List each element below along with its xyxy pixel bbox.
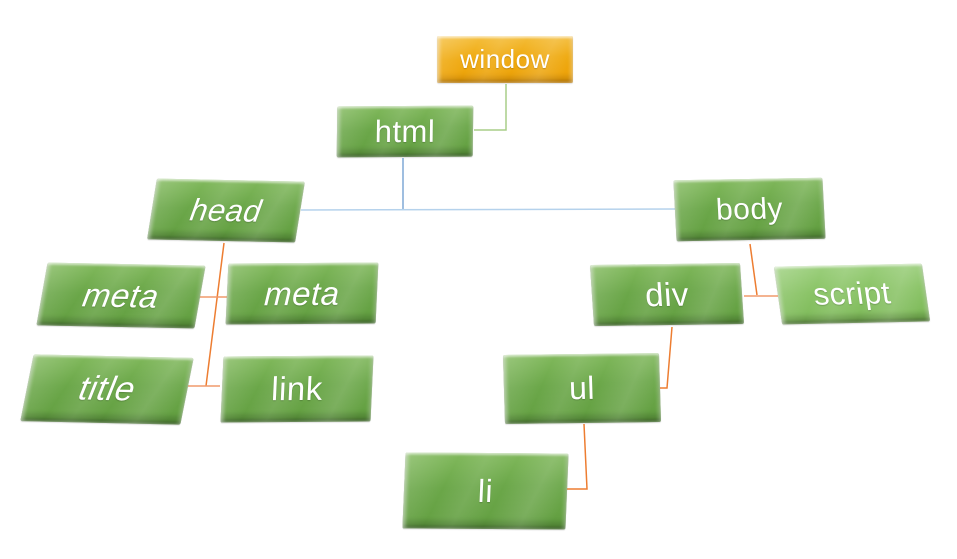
node-link: link <box>220 355 374 423</box>
node-link-label: link <box>270 369 324 408</box>
node-li-label: li <box>477 472 494 509</box>
node-html-label: html <box>374 113 436 149</box>
node-body-label: body <box>715 191 784 227</box>
node-div: div <box>589 262 745 327</box>
node-head-label: head <box>187 191 265 229</box>
connector-head-children <box>205 242 225 387</box>
node-body: body <box>673 177 826 242</box>
node-script: script <box>773 263 931 325</box>
connector-ul-li <box>566 423 588 490</box>
node-meta-1-label: meta <box>80 275 163 315</box>
connector-head-body-rail <box>300 208 676 211</box>
node-head: head <box>147 178 305 243</box>
connector-body-children <box>749 243 758 296</box>
node-window: window <box>437 36 573 83</box>
node-script-label: script <box>810 275 893 312</box>
node-title-label: title <box>75 369 139 409</box>
node-title: title <box>20 354 194 425</box>
node-ul-label: ul <box>568 369 596 407</box>
node-meta-2-label: meta <box>263 274 341 312</box>
node-window-label: window <box>460 44 550 74</box>
node-meta-1: meta <box>36 262 206 329</box>
node-meta-2: meta <box>225 262 379 325</box>
node-li: li <box>402 452 569 530</box>
connector-window-html <box>474 84 507 131</box>
node-html: html <box>336 105 474 158</box>
node-ul: ul <box>502 353 662 424</box>
node-div-label: div <box>643 275 691 313</box>
